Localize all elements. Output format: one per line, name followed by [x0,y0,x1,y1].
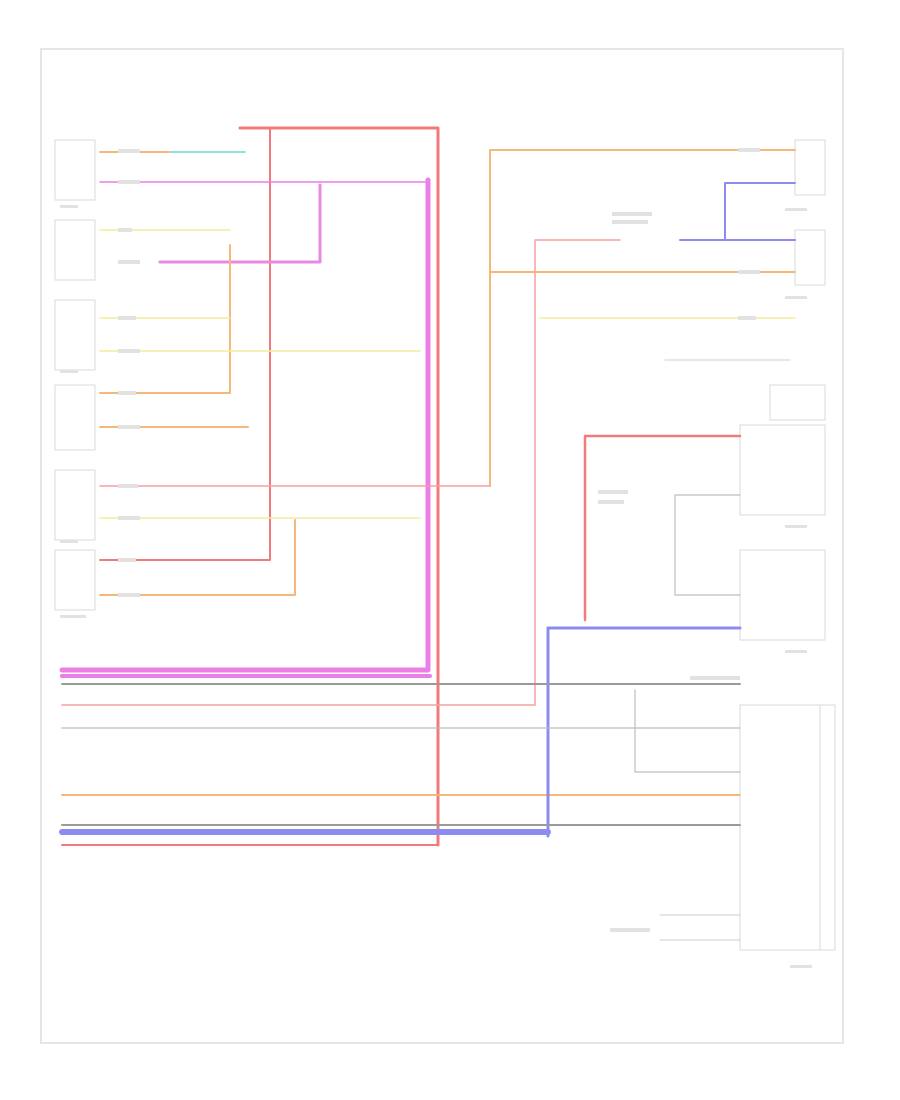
connector-left-top [54,139,96,611]
wire-red-right [583,434,742,622]
wire-gray-4 [634,689,741,773]
wire-blue-top [724,182,796,241]
wire-red-drop [99,127,271,561]
wire-orange-top-right [489,149,796,487]
wire-salmon-2 [61,239,621,706]
wire-orange-4 [99,519,296,596]
wire-pink-vertical [59,177,431,673]
wire-red-loop [238,126,440,847]
diagram-frame [40,48,844,1044]
wire-gray-5 [674,494,741,596]
wire-orange-2 [99,244,231,394]
component-right-1 [739,139,836,951]
wire-magenta-short [158,183,322,264]
faint-tags [60,148,812,968]
wire-blue-vertical [546,626,742,838]
